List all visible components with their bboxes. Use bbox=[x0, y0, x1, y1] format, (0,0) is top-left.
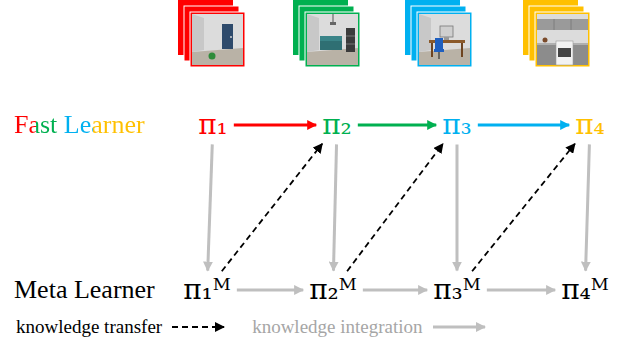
policy-symbol: π₂ᴹ bbox=[309, 275, 357, 306]
fast-policy: π₁ bbox=[195, 109, 231, 142]
integration-arrow bbox=[363, 288, 427, 291]
integration-arrow bbox=[333, 144, 336, 270]
fast-policy: π₄ bbox=[572, 109, 608, 142]
integration-arrow bbox=[487, 288, 555, 291]
row-label-meta: Meta Learner bbox=[14, 276, 155, 305]
transfer-arrow bbox=[347, 144, 443, 271]
transfer-arrow bbox=[222, 144, 322, 271]
legend: knowledge transfer knowledge integration bbox=[16, 316, 513, 338]
fast-policy: π₂ bbox=[319, 109, 355, 142]
thumbnail-stack bbox=[523, 0, 590, 67]
legend-item: knowledge transfer bbox=[16, 316, 230, 338]
policy-symbol: π₂ bbox=[322, 110, 352, 141]
policy-symbol: π₃ bbox=[442, 110, 472, 141]
policy-symbol: π₃ᴹ bbox=[433, 275, 481, 306]
legend-text: knowledge transfer bbox=[16, 316, 162, 338]
thumbnail-stack bbox=[178, 0, 245, 67]
thumbnail-stack bbox=[293, 0, 360, 67]
thumbnail-stack bbox=[405, 0, 472, 67]
meta-policy: π₁ᴹ bbox=[180, 274, 234, 307]
integration-arrow bbox=[237, 288, 303, 291]
integration-arrow bbox=[478, 123, 569, 126]
legend-item: knowledge integration bbox=[252, 316, 490, 338]
legend-text: knowledge integration bbox=[252, 316, 422, 338]
transfer-arrow bbox=[472, 144, 575, 272]
policy-symbol: π₄ᴹ bbox=[561, 275, 609, 306]
integration-arrow bbox=[208, 144, 213, 270]
policy-symbol: π₁ bbox=[198, 110, 228, 141]
meta-policy: π₂ᴹ bbox=[306, 274, 360, 307]
meta-policy: π₃ᴹ bbox=[430, 274, 484, 307]
integration-arrow bbox=[234, 123, 316, 126]
fast-policy: π₃ bbox=[439, 109, 475, 142]
legend-sample bbox=[429, 320, 491, 334]
policy-symbol: π₄ bbox=[575, 110, 605, 141]
policy-symbol: π₁ᴹ bbox=[183, 275, 231, 306]
integration-arrow bbox=[586, 144, 590, 270]
row-label-fast: Fast Learner bbox=[14, 111, 145, 140]
integration-arrow bbox=[455, 144, 458, 270]
meta-policy: π₄ᴹ bbox=[558, 274, 612, 307]
legend-sample bbox=[168, 320, 230, 334]
integration-arrow bbox=[358, 123, 436, 126]
